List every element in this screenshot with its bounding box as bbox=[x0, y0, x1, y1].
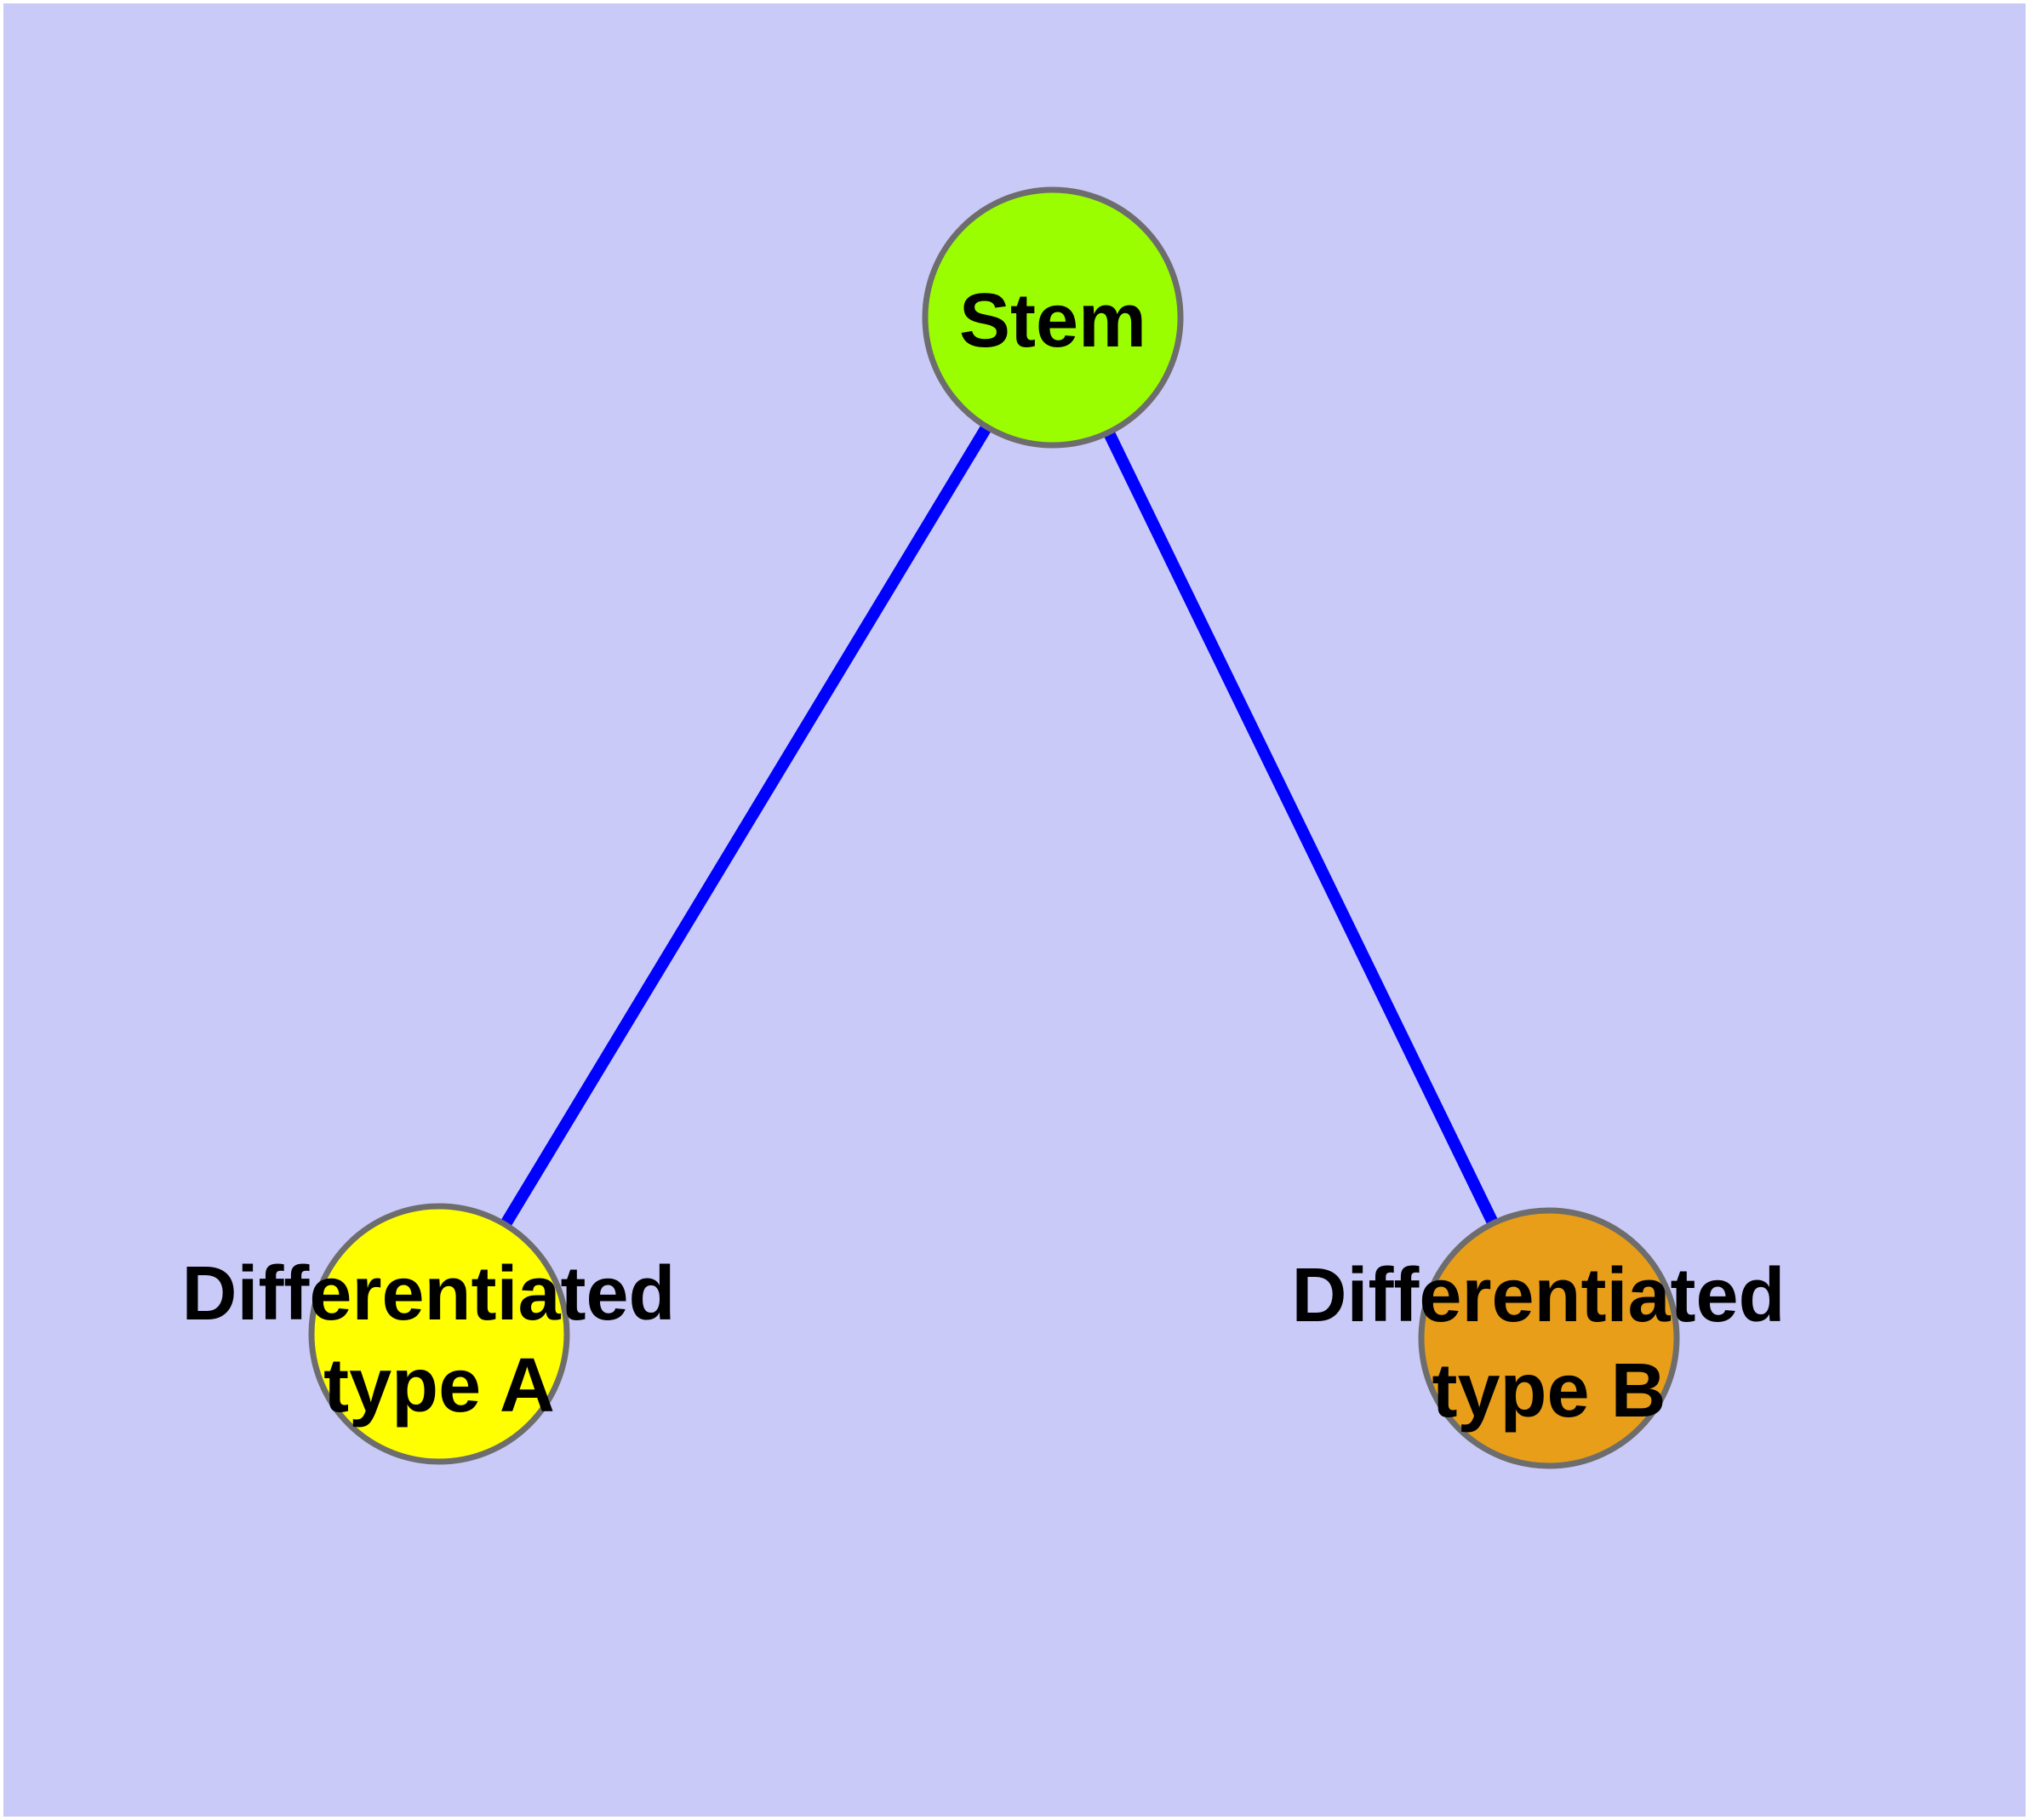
node-label-stem: Stem bbox=[959, 278, 1146, 363]
node-label-differentiated-type-b-line1: Differentiated bbox=[1291, 1253, 1785, 1338]
node-stem bbox=[922, 186, 1184, 449]
edge-stem-to-type-a bbox=[434, 314, 1058, 1337]
node-label-differentiated-type-a: Differentiated type A bbox=[181, 1251, 696, 1428]
node-differentiated-type-b bbox=[1418, 1207, 1680, 1469]
node-label-differentiated-type-b-line2: type B bbox=[1432, 1348, 1666, 1434]
node-label-differentiated-type-a-line1: Differentiated bbox=[181, 1251, 675, 1336]
node-label-differentiated-type-a-line2: type A bbox=[323, 1343, 555, 1428]
node-differentiated-type-a bbox=[308, 1203, 570, 1465]
node-label-differentiated-type-b: Differentiated type B bbox=[1291, 1253, 1806, 1434]
edge-stem-to-type-b bbox=[1047, 314, 1555, 1342]
